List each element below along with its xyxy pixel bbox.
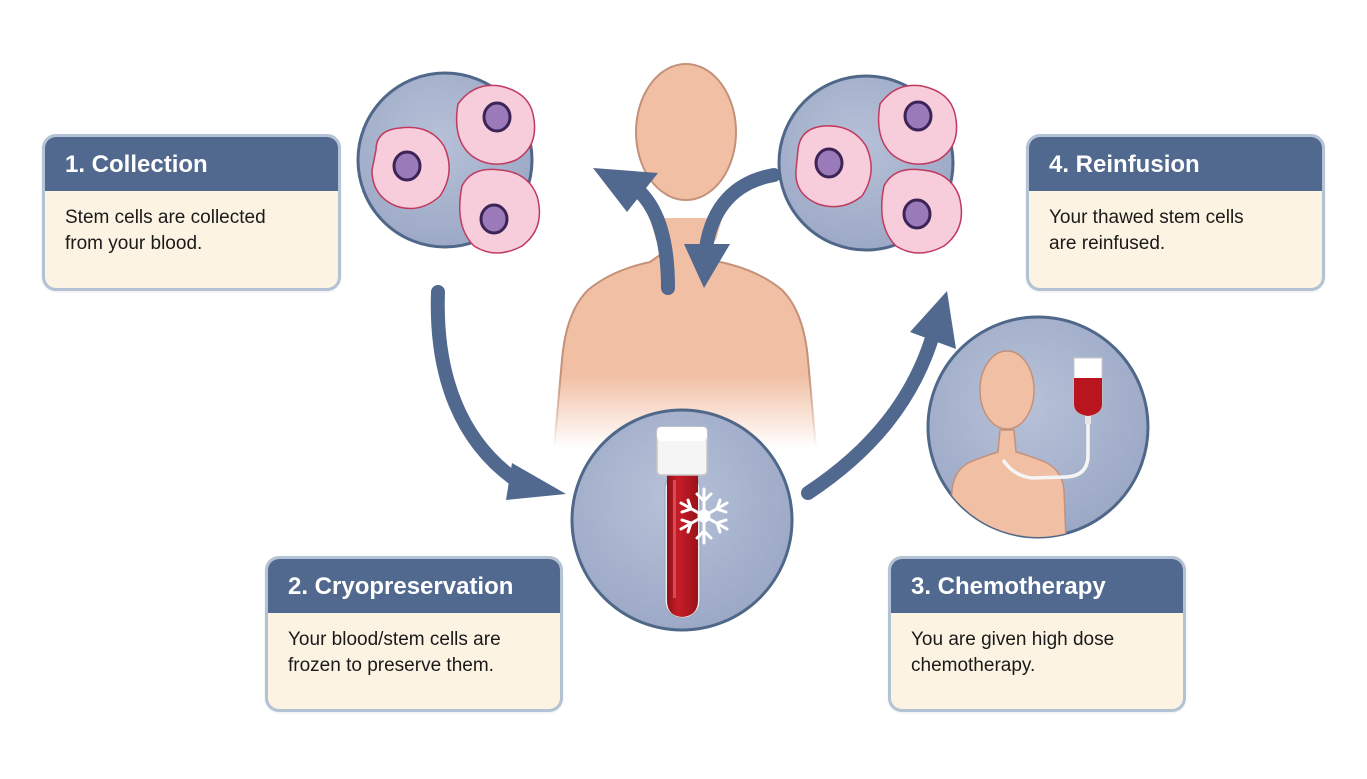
step-title: 1. Collection bbox=[45, 137, 338, 191]
step-description: You are given high dose chemotherapy. bbox=[911, 629, 1115, 676]
arrow-to-reinfusion bbox=[684, 168, 781, 288]
step-title: 2. Cryopreservation bbox=[268, 559, 560, 613]
stem-cell bbox=[455, 84, 536, 165]
step-title: 3. Chemotherapy bbox=[891, 559, 1183, 613]
test-tube-icon bbox=[656, 426, 708, 619]
reinfusion-cells-circle bbox=[777, 74, 963, 254]
stem-cell bbox=[795, 125, 872, 208]
step-title: 4. Reinfusion bbox=[1029, 137, 1322, 191]
step-card-reinfusion: 4. Reinfusion Your thawed stem cells are… bbox=[1026, 134, 1325, 291]
patient-figure bbox=[949, 350, 1067, 537]
step-card-cryopreservation: 2. Cryopreservation Your blood/stem cell… bbox=[265, 556, 563, 712]
arrow-cryo-to-reinfusion bbox=[801, 291, 956, 500]
arrow-to-collection bbox=[593, 168, 675, 295]
step-description: Your blood/stem cells are frozen to pres… bbox=[288, 629, 501, 676]
collection-cells-circle bbox=[356, 71, 541, 254]
stem-cell bbox=[881, 168, 963, 254]
iv-bag-icon bbox=[1001, 357, 1103, 480]
chemotherapy-circle bbox=[926, 315, 1150, 539]
stem-cell bbox=[877, 84, 958, 165]
step-card-chemotherapy: 3. Chemotherapy You are given high dose … bbox=[888, 556, 1186, 712]
stem-cell bbox=[459, 168, 541, 254]
arrow-collection-to-cryo bbox=[430, 285, 566, 500]
step-description: Stem cells are collected from your blood… bbox=[65, 207, 266, 254]
step-description: Your thawed stem cells are reinfused. bbox=[1049, 207, 1244, 254]
stem-cell bbox=[371, 126, 450, 210]
step-card-collection: 1. Collection Stem cells are collected f… bbox=[42, 134, 341, 291]
cryopreservation-circle bbox=[570, 408, 794, 632]
human-body-figure bbox=[552, 63, 818, 449]
snowflake-icon bbox=[679, 487, 729, 545]
